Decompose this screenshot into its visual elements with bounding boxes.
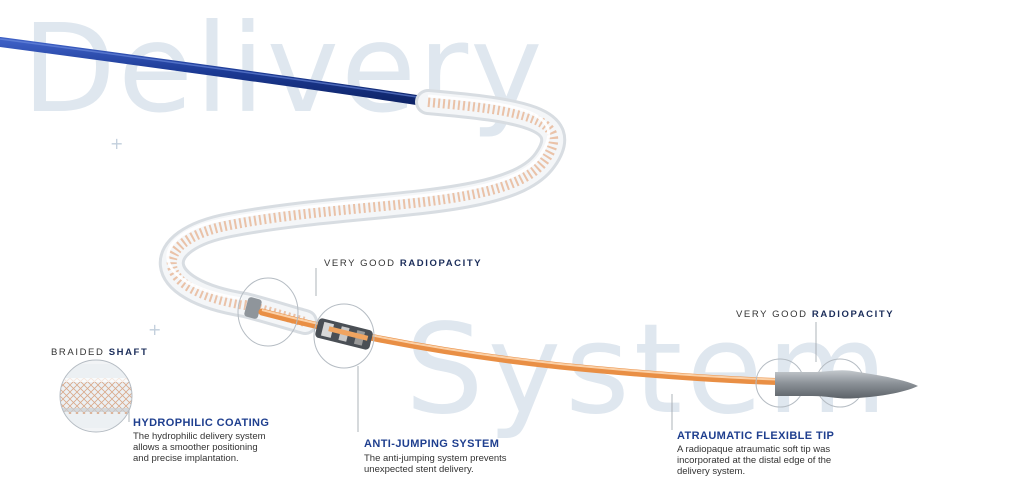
- braided-shaft-lens: [59, 359, 133, 433]
- background-word-system: System: [405, 298, 892, 442]
- radiopacity-callout-ring: [237, 277, 299, 347]
- hydrophilic-coating-title: HYDROPHILIC COATING: [133, 417, 270, 429]
- braided-shaft-label: BRAIDED SHAFT: [51, 347, 149, 358]
- anti-jumping-system-description: The anti-jumping system prevents unexpec…: [364, 453, 507, 475]
- anti-jumping-system-title: ANTI-JUMPING SYSTEM: [364, 438, 500, 450]
- atraumatic-tip-title: ATRAUMATIC FLEXIBLE TIP: [677, 430, 835, 442]
- anti-jumping-callout-ring: [313, 303, 375, 369]
- marker-band: [244, 297, 262, 319]
- atraumatic-tip: [775, 370, 918, 399]
- anti-jumping-mechanism: [315, 318, 373, 350]
- plus-mark-icon: +: [110, 134, 124, 153]
- atraumatic-tip-description: A radiopaque atraumatic soft tip was inc…: [677, 444, 832, 477]
- radiopacity-label: VERY GOOD RADIOPACITY: [324, 258, 483, 269]
- plus-mark-icon: +: [148, 320, 162, 339]
- hydrophilic-coating-description: The hydrophilic delivery system allows a…: [133, 431, 266, 464]
- radiopacity-label: VERY GOOD RADIOPACITY: [736, 309, 895, 320]
- blue-outer-shaft: [0, 37, 435, 107]
- inner-orange-shaft: [258, 308, 794, 386]
